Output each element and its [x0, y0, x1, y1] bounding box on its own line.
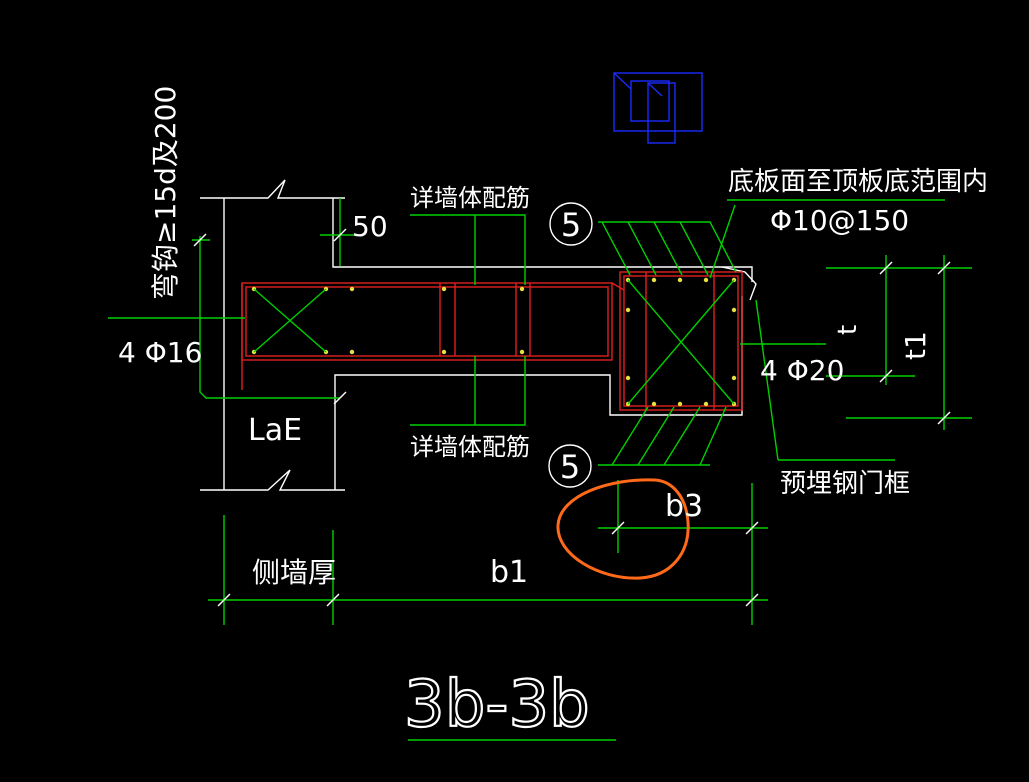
- dim-t-label: t: [833, 325, 863, 335]
- dim-b1-label: b1: [490, 555, 528, 590]
- callout-bottom: 5: [548, 444, 592, 488]
- wall-rebar-top-label: 详墙体配筋: [410, 184, 530, 212]
- section-title: 3b-3b: [404, 668, 590, 742]
- callout-bottom-label: 5: [560, 448, 580, 486]
- highlight-circle: [556, 478, 690, 580]
- callout-top-label: 5: [561, 206, 581, 244]
- lae-label: LaE: [248, 413, 302, 448]
- wall-rebar-bottom-label: 详墙体配筋: [410, 433, 530, 461]
- dim-b3-label: b3: [665, 489, 703, 524]
- blue-block: [613, 72, 703, 144]
- stirrup-spec-label: Φ10@150: [770, 204, 909, 237]
- dim-t1-label: t1: [899, 331, 932, 360]
- right-bars-label: 4 Φ20: [760, 354, 844, 387]
- corner-rebar-label: 弯钩≥15d及200: [149, 86, 182, 300]
- dimension-ticks: [193, 228, 951, 607]
- rebar-dots: [251, 277, 737, 407]
- left-bars-label: 4 Φ16: [118, 336, 202, 369]
- rebar-cage: [241, 271, 743, 411]
- callout-top: 5: [549, 202, 593, 246]
- embedded-frame-label: 预埋钢门框: [780, 469, 910, 499]
- range-note-label: 底板面至顶板底范围内: [728, 167, 988, 197]
- dim-50-label: 50: [352, 210, 388, 243]
- side-wall-label: 侧墙厚: [252, 556, 336, 589]
